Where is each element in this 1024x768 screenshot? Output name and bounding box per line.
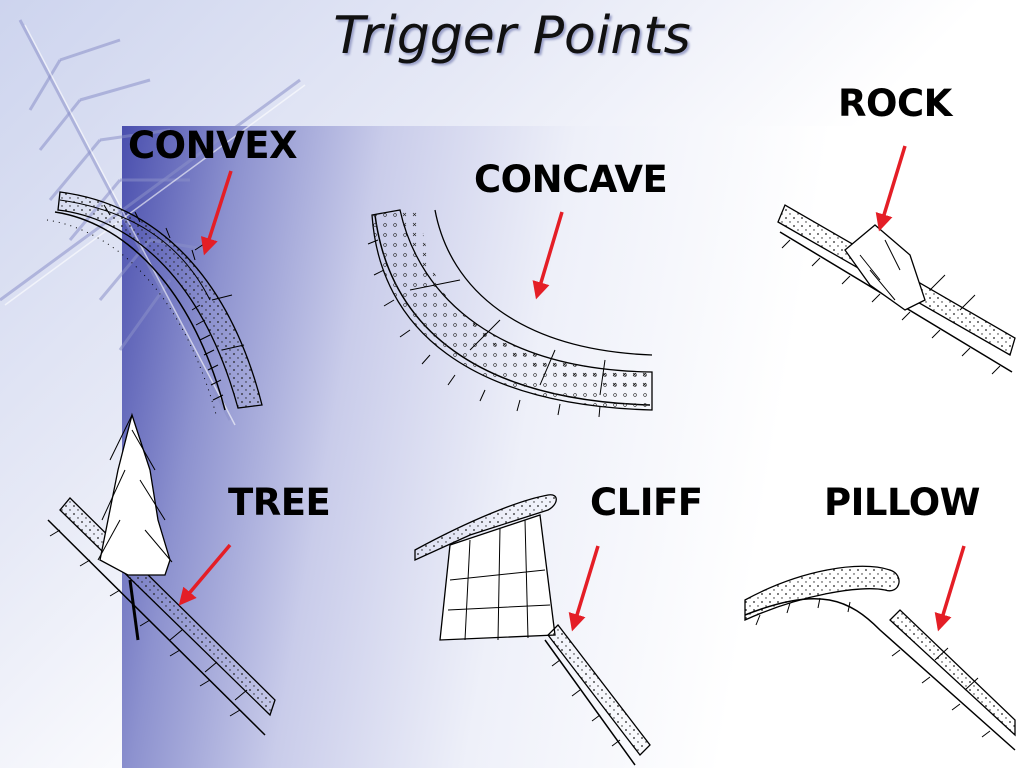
page-title: Trigger Points [333,6,691,66]
label-pillow: PILLOW [824,481,980,524]
label-cliff: CLIFF [590,481,703,524]
cliff-slope-icon [414,494,651,766]
arrow-icon-concave [532,211,564,300]
arrow-icon-rock [875,145,907,232]
label-rock: ROCK [838,82,952,125]
rock-slope-icon [777,204,1016,375]
tree-slope-icon [47,412,276,736]
arrow-icon-cliff [568,545,600,632]
label-concave: CONCAVE [474,158,668,201]
trigger-arrows [178,145,966,632]
concave-slope-icon [367,209,653,418]
convex-slope-icon [46,191,263,419]
label-convex: CONVEX [128,124,298,167]
arrow-icon-tree [178,543,232,606]
arrow-icon-convex [200,170,233,256]
arrow-icon-pillow [934,545,966,632]
label-tree: TREE [228,481,331,524]
pillow-slope-icon [744,565,1016,751]
